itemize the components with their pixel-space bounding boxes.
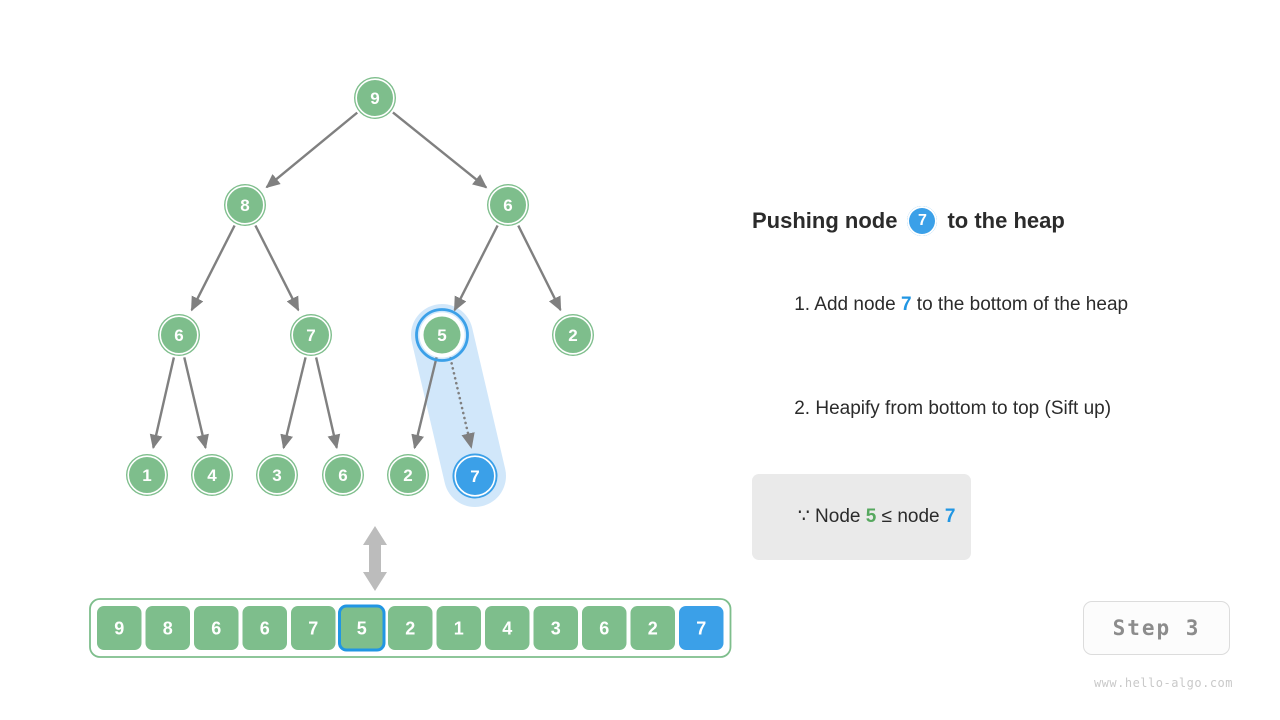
explanation-panel: Pushing node 7 to the heap 1. Add node 7…	[752, 206, 1222, 560]
tree-edges	[149, 111, 562, 450]
array-cell: 2	[630, 606, 675, 650]
step-1-suffix: to the bottom of the heap	[911, 294, 1129, 315]
step-list: 1. Add node 7 to the bottom of the heap …	[752, 266, 1222, 448]
note-operator: ≤	[876, 506, 898, 527]
note-value-1: 5	[865, 506, 877, 527]
double-arrow-icon	[363, 526, 387, 591]
step-badge: Step 3	[1083, 601, 1230, 655]
tree-node-label: 6	[174, 326, 183, 345]
panel-title-post: to the heap	[947, 208, 1065, 233]
array-cell: 6	[194, 606, 239, 650]
tree-node-label: 7	[470, 467, 479, 486]
array-cell-label: 2	[405, 619, 415, 639]
tree-node-label: 2	[403, 466, 412, 485]
panel-title: Pushing node 7 to the heap	[752, 206, 1222, 236]
tree-node: 3	[256, 454, 298, 496]
note-value-2: 7	[944, 506, 956, 527]
step-1-value: 7	[900, 294, 912, 315]
tree-node: 7	[452, 453, 498, 499]
tree-node-label: 4	[207, 466, 217, 485]
array-cell: 4	[485, 606, 530, 650]
note-symbol: ∵	[797, 506, 810, 527]
array-cell: 5	[338, 604, 386, 652]
tree-node: 9	[354, 77, 396, 119]
tree-node-label: 2	[568, 326, 577, 345]
tree-node: 2	[552, 314, 594, 356]
tree-node: 1	[126, 454, 168, 496]
tree-nodes: 9 8 6 6 7 5 2 1 4 3 6 2 7	[126, 77, 594, 499]
panel-title-pre: Pushing node	[752, 208, 898, 233]
tree-node: 6	[158, 314, 200, 356]
tree-node-label: 1	[142, 466, 151, 485]
tree-node: 6	[322, 454, 364, 496]
array-cell: 6	[582, 606, 627, 650]
note-word-1: Node	[809, 506, 866, 527]
array-cell: 1	[436, 606, 481, 650]
sift-up-dotted-arrow	[449, 357, 475, 449]
array-cell-label: 7	[696, 619, 706, 639]
array-cell-label: 9	[114, 619, 124, 639]
array-cell-label: 8	[163, 619, 173, 639]
array-cell-label: 2	[648, 619, 658, 639]
array-cell: 6	[242, 606, 287, 650]
array-cell: 3	[533, 606, 578, 650]
array-cell: 7	[291, 606, 336, 650]
array-cell-label: 1	[454, 619, 464, 639]
array-representation: 9 8 6 6 7 5 2 1 4 3 6 2 7	[89, 598, 732, 658]
array-cell-label: 4	[502, 619, 512, 639]
tree-node: 4	[191, 454, 233, 496]
reason-note: ∵ Node 5 ≤ node 7	[752, 474, 972, 560]
array-cell: 7	[679, 606, 724, 650]
array-cell-label: 6	[211, 619, 221, 639]
array-cell-label: 3	[551, 619, 561, 639]
watermark: www.hello-algo.com	[1093, 676, 1233, 690]
tree-node-label: 7	[306, 326, 315, 345]
tree-node-label: 8	[240, 196, 249, 215]
tree-node: 7	[290, 314, 332, 356]
tree-node: 5	[415, 308, 469, 362]
array-cell: 8	[145, 606, 190, 650]
tree-node-label: 6	[503, 196, 512, 215]
tree-node: 8	[224, 184, 266, 226]
tree-node: 6	[487, 184, 529, 226]
step-1-prefix: 1. Add node	[794, 294, 901, 315]
tree-node: 2	[387, 454, 429, 496]
tree-node-label: 3	[272, 466, 281, 485]
array-cell-label: 7	[308, 619, 318, 639]
array-cell: 2	[388, 606, 433, 650]
tree-node-label: 9	[370, 89, 379, 108]
title-node-badge: 7	[907, 206, 938, 236]
array-cell-label: 6	[260, 619, 270, 639]
note-word-2: node	[897, 506, 945, 527]
array-cell: 9	[97, 606, 142, 650]
array-cell-label: 6	[599, 619, 609, 639]
step-item-1: 1. Add node 7 to the bottom of the heap	[752, 266, 1222, 344]
tree-node-label: 5	[437, 326, 446, 345]
step-item-2: 2. Heapify from bottom to top (Sift up)	[752, 370, 1222, 448]
tree-node-label: 6	[338, 466, 347, 485]
heap-tree-diagram: 9 8 6 6 7 5 2 1 4 3 6 2 7 9 8 6 6 7 5 2 1 4 3 6 2 7	[89, 77, 732, 658]
step-2-prefix: 2. Heapify from bottom to top (Sift up)	[794, 398, 1112, 419]
array-cell-label: 5	[357, 619, 367, 639]
